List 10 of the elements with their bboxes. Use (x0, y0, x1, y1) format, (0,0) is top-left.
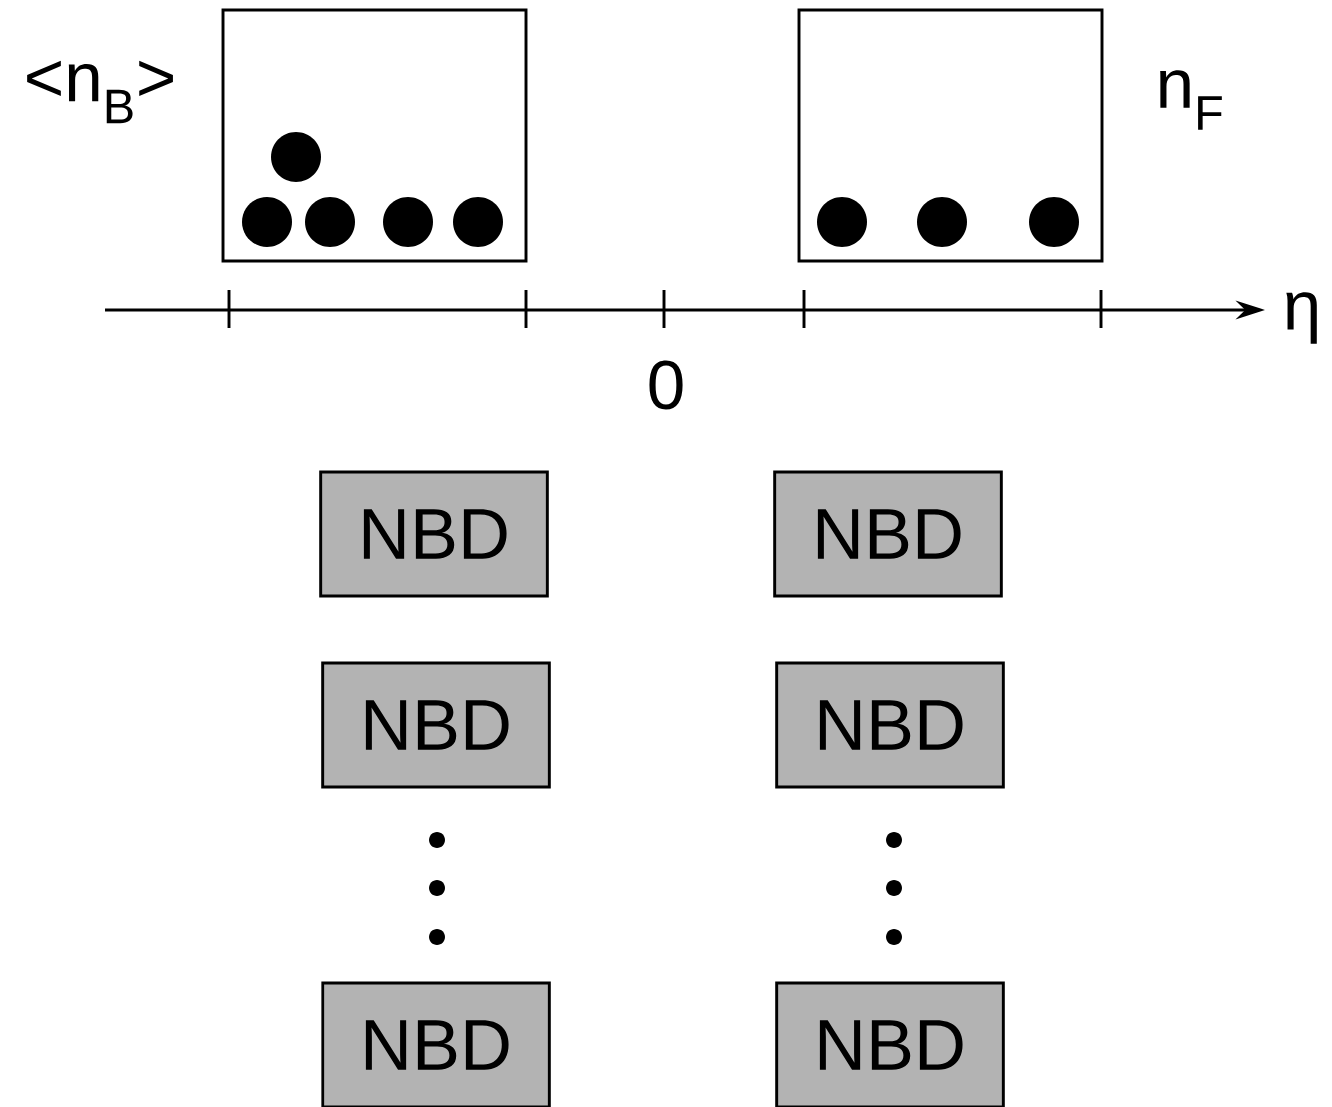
nbd-box: NBD (319, 470, 549, 598)
nbd-box: NBD (775, 981, 1005, 1107)
axis-label: <n$_{B}$> (27, 60, 173, 124)
nbd-box: NBD (775, 661, 1005, 789)
axis-label: n$_{F}$ (1160, 70, 1222, 130)
nbd-box: NBD (773, 470, 1003, 598)
tick-label: 0 (649, 360, 683, 410)
nbd-box: NBD (321, 981, 551, 1107)
axis-label: η (1286, 292, 1317, 344)
nbd-box: NBD (321, 661, 551, 789)
